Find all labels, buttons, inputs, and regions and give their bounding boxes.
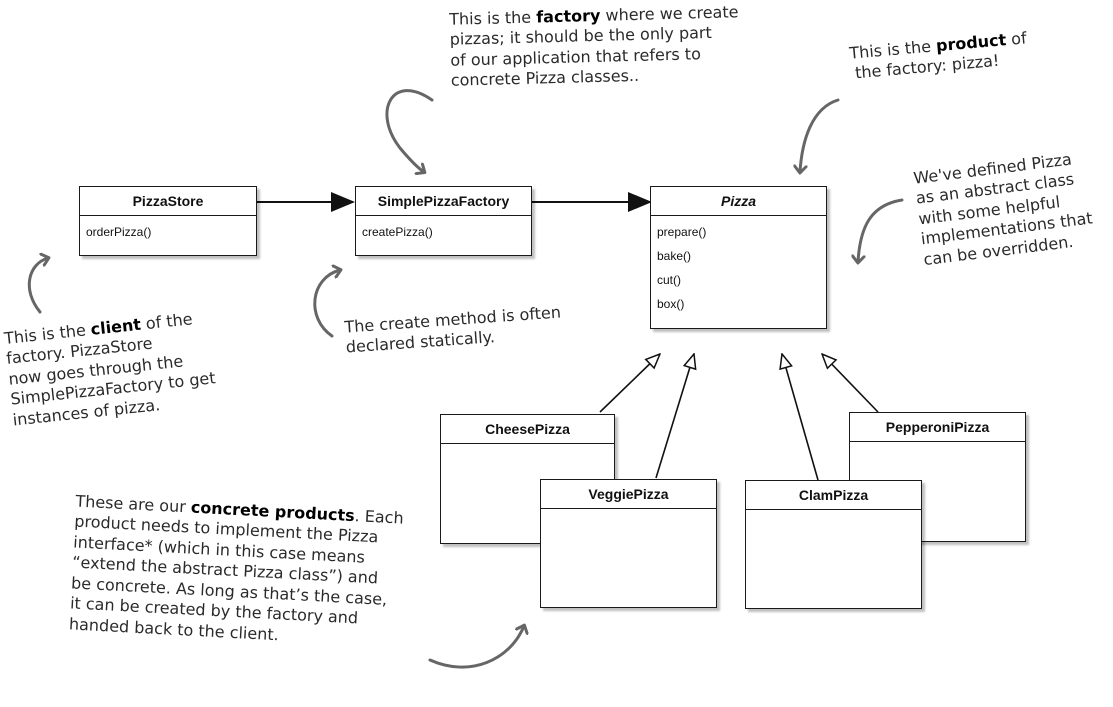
note-client: This is the client of the factory. Pizza… xyxy=(3,308,219,431)
method-item: prepare() xyxy=(657,225,707,239)
method-item: createPizza() xyxy=(362,225,433,239)
class-name: CheesePizza xyxy=(441,415,614,444)
class-name: PepperoniPizza xyxy=(850,413,1025,442)
pointer-client xyxy=(27,258,48,314)
class-clampizza: ClamPizza xyxy=(745,480,922,609)
method-list: prepare() bake() cut() box() xyxy=(651,216,826,320)
note-factory: This is the factory where we create pizz… xyxy=(449,2,740,91)
inherit-pepperoni xyxy=(822,354,879,413)
method-item: cut() xyxy=(657,273,681,287)
class-simplepizzafactory: SimplePizzaFactory createPizza() xyxy=(355,186,532,256)
pointer-abstract xyxy=(858,198,904,262)
note-text: . Each xyxy=(354,506,405,528)
note-concrete-products: These are our concrete products. Each pr… xyxy=(68,491,405,651)
note-abstract-class: We've defined Pizza as an abstract class… xyxy=(912,148,1096,271)
pointer-to-factory xyxy=(385,89,434,172)
class-veggiepizza: VeggiePizza xyxy=(540,479,717,608)
class-name: VeggiePizza xyxy=(541,480,716,509)
note-text: This is the xyxy=(448,7,537,29)
method-list: createPizza() xyxy=(356,216,531,248)
class-pepperonipizza: PepperoniPizza xyxy=(849,412,1026,542)
pointer-to-pizza xyxy=(800,98,840,172)
note-text: where we create xyxy=(600,2,739,25)
method-item: bake() xyxy=(657,249,692,263)
inherit-veggie xyxy=(655,354,694,479)
note-emphasis: factory xyxy=(535,5,601,27)
class-name: PizzaStore xyxy=(80,187,256,216)
note-text: of xyxy=(1005,28,1028,50)
class-name: Pizza xyxy=(651,187,826,216)
method-item: box() xyxy=(657,297,685,311)
class-name: ClamPizza xyxy=(746,481,921,510)
class-name: SimplePizzaFactory xyxy=(356,187,531,216)
inherit-cheese xyxy=(599,354,660,413)
class-pizzastore: PizzaStore orderPizza() xyxy=(79,186,257,256)
inherit-clam xyxy=(782,354,819,481)
method-item: orderPizza() xyxy=(86,225,152,239)
class-pizza: Pizza prepare() bake() cut() box() xyxy=(650,186,827,329)
method-list: orderPizza() xyxy=(80,216,256,248)
pointer-create xyxy=(313,270,340,338)
pointer-concrete xyxy=(428,626,524,669)
note-text: of the xyxy=(139,309,194,334)
